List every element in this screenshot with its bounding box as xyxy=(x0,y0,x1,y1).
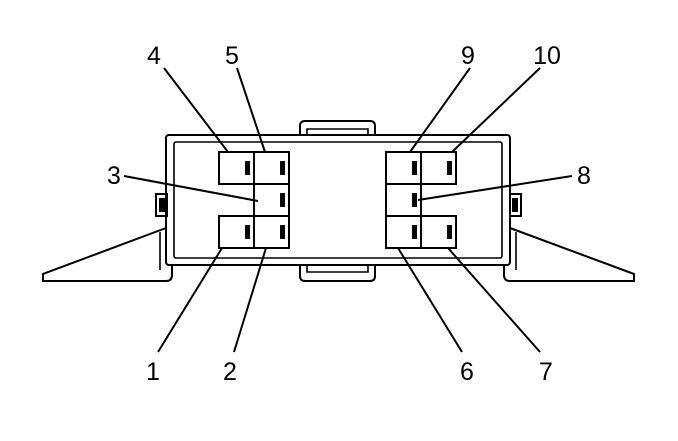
leader-line-10 xyxy=(451,67,541,153)
connector-body xyxy=(42,120,635,282)
pin-labels: 4 5 3 1 2 9 10 8 6 7 xyxy=(107,42,591,386)
pin-label-6: 6 xyxy=(460,358,474,386)
pin-label-7: 7 xyxy=(539,358,553,386)
left-cavity-block xyxy=(218,151,290,249)
pin-label-8: 8 xyxy=(577,162,591,190)
pin-label-5: 5 xyxy=(225,42,239,70)
pin-label-1: 1 xyxy=(146,358,160,386)
pin-label-9: 9 xyxy=(461,42,475,70)
pin-label-2: 2 xyxy=(223,358,237,386)
pin-label-10: 10 xyxy=(533,42,561,70)
leader-line-9 xyxy=(409,67,471,153)
leader-line-7 xyxy=(447,247,541,353)
pin-label-4: 4 xyxy=(147,42,161,70)
leader-line-1 xyxy=(157,247,223,353)
leader-line-5 xyxy=(236,67,266,153)
leader-lines xyxy=(123,67,573,353)
leader-line-4 xyxy=(163,67,229,153)
pin-label-3: 3 xyxy=(107,162,121,190)
right-cavity-block xyxy=(385,151,457,249)
leader-line-3 xyxy=(123,175,259,202)
leader-line-8 xyxy=(417,175,573,201)
leader-line-6 xyxy=(397,247,463,353)
leader-line-2 xyxy=(233,247,267,353)
